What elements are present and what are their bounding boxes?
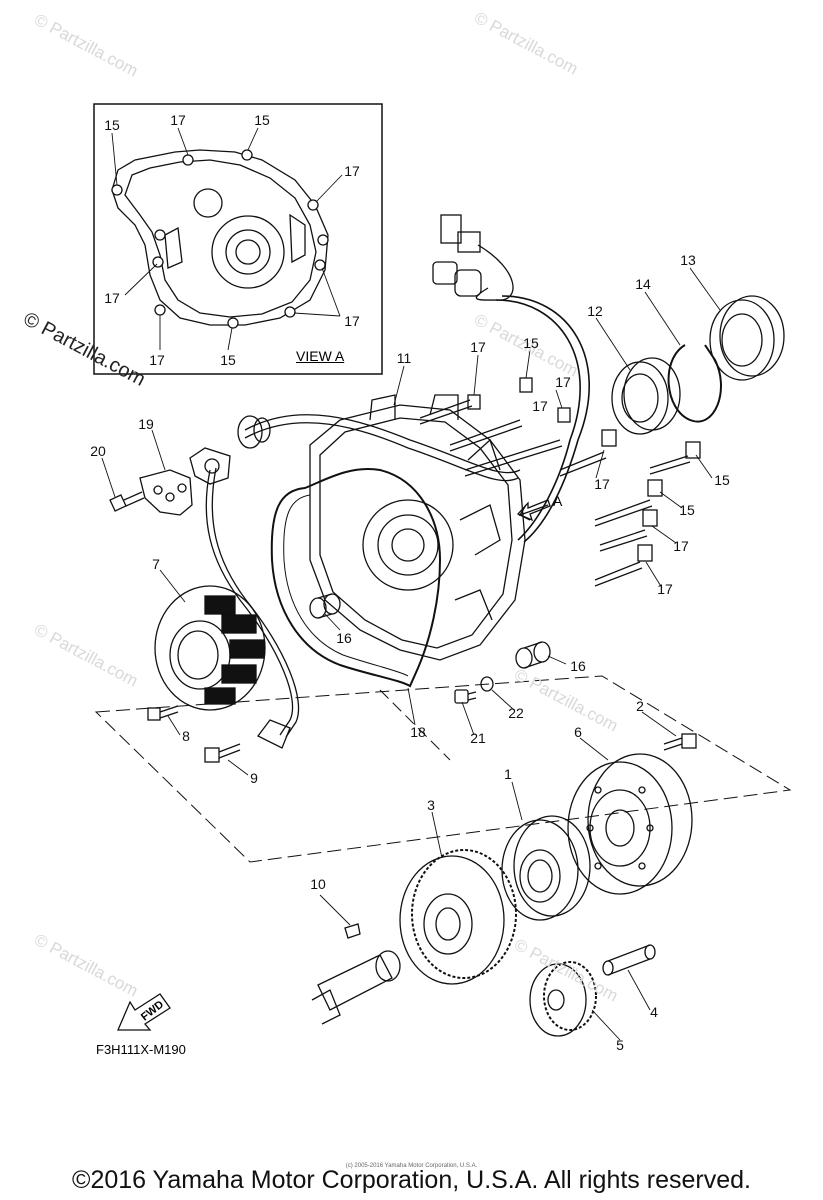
- callout-3: 3: [427, 797, 435, 813]
- callout-17: 17: [594, 476, 610, 492]
- washer-22: [480, 676, 494, 692]
- assembly-axis: [379, 689, 451, 761]
- cover-bolts: [419, 377, 701, 587]
- callout-16: 16: [570, 658, 586, 674]
- callout-17: 17: [149, 352, 165, 368]
- callout-15: 15: [254, 112, 270, 128]
- screw-8: [147, 705, 179, 721]
- callout-2: 2: [636, 698, 644, 714]
- wire-harness: [205, 214, 590, 749]
- assembly-outline: [94, 675, 792, 863]
- fwd-arrow-icon: [117, 993, 171, 1031]
- callout-10: 10: [310, 876, 326, 892]
- view-a-bolt-holes: [111, 149, 329, 329]
- oil-seal-12: [611, 357, 681, 435]
- callout-17: 17: [673, 538, 689, 554]
- callout-7: 7: [152, 556, 160, 572]
- callout-17: 17: [470, 339, 486, 355]
- screw-20: [109, 491, 145, 512]
- rotor-6: [567, 753, 693, 895]
- bolt-9: [204, 743, 241, 763]
- gasket-18-inner: [283, 494, 409, 677]
- fine-print: (c) 2005-2016 Yamaha Motor Corporation, …: [345, 1163, 478, 1169]
- dowel-pin-16-right: [515, 641, 551, 669]
- stator-7: [154, 585, 266, 711]
- callout-8: 8: [182, 728, 190, 744]
- gear-5: [529, 961, 597, 1037]
- callout-18: 18: [410, 724, 426, 740]
- callout-15: 15: [104, 117, 120, 133]
- gasket-18: [270, 468, 442, 688]
- shaft-4: [602, 944, 656, 976]
- callout-6: 6: [574, 724, 582, 740]
- callout-16: 16: [336, 630, 352, 646]
- callout-15: 15: [679, 502, 695, 518]
- callout-20: 20: [90, 443, 106, 459]
- callout-14: 14: [635, 276, 651, 292]
- callout-15: 15: [220, 352, 236, 368]
- callout-15: 15: [714, 472, 730, 488]
- clamp-19: [139, 447, 231, 516]
- callout-11: 11: [396, 350, 412, 366]
- bolt-2: [663, 733, 697, 751]
- callout-15: 15: [523, 335, 539, 351]
- callout-9: 9: [250, 770, 258, 786]
- callout-17: 17: [532, 398, 548, 414]
- callout-22: 22: [508, 705, 524, 721]
- callout-17: 17: [104, 290, 120, 306]
- leader-lines: [101, 267, 721, 1041]
- view-a-cover-outline: [111, 149, 329, 326]
- callout-17: 17: [657, 581, 673, 597]
- bolt-21: [454, 689, 477, 704]
- callout-13: 13: [680, 252, 696, 268]
- dowel-pin-16-left: [309, 593, 341, 619]
- crankcase-cover-11: [309, 394, 526, 661]
- callout-5: 5: [616, 1037, 624, 1053]
- arrow-a-label: A: [553, 493, 563, 509]
- callout-21: 21: [470, 730, 486, 746]
- callout-17: 17: [555, 374, 571, 390]
- copyright-footer: ©2016 Yamaha Motor Corporation, U.S.A. A…: [72, 1166, 751, 1194]
- view-a-inset-box: [93, 103, 383, 375]
- crankshaft-end: [311, 950, 401, 1025]
- callout-12: 12: [587, 303, 603, 319]
- diagram-code: F3H111X-M190: [96, 1042, 186, 1057]
- callout-1: 1: [504, 766, 512, 782]
- gear-3: [399, 849, 517, 985]
- callout-19: 19: [138, 416, 154, 432]
- view-a-arrow-head: [516, 499, 551, 522]
- callout-4: 4: [650, 1004, 658, 1020]
- view-a-label: VIEW A: [296, 348, 345, 364]
- bearing-13: [709, 295, 785, 381]
- callout-17: 17: [344, 313, 360, 329]
- callout-17: 17: [344, 163, 360, 179]
- circlip-14: [667, 344, 722, 423]
- woodruff-key-10: [344, 923, 361, 939]
- view-a-leader-lines: [111, 127, 343, 351]
- callout-17: 17: [170, 112, 186, 128]
